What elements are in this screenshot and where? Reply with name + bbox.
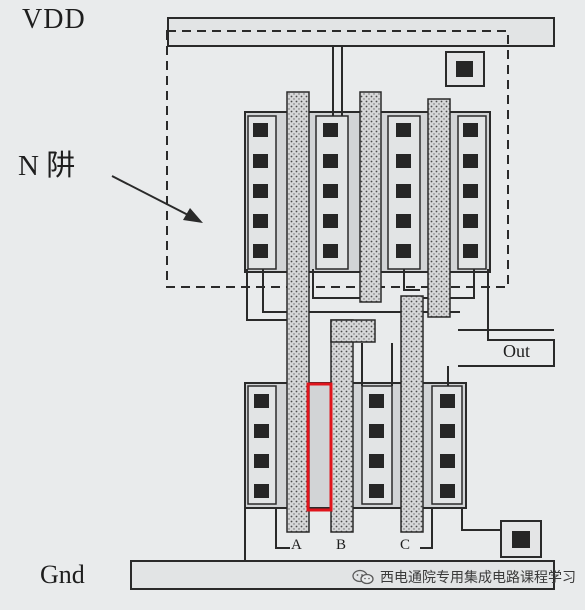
out-label: Out xyxy=(503,341,530,361)
nmos-contacts xyxy=(254,394,455,498)
gnd-rail xyxy=(130,560,555,590)
poly-gate-b xyxy=(330,91,382,533)
metal-interconnect xyxy=(244,46,555,561)
input-a-label: A xyxy=(291,537,302,553)
input-c-label: C xyxy=(400,537,411,553)
poly-gate-a xyxy=(286,91,310,533)
gnd-label: Gnd xyxy=(40,560,85,589)
nmos-diffusion xyxy=(244,382,467,509)
poly-gate-c xyxy=(400,98,451,533)
watermark-text: 西电通院专用集成电路课程学习 xyxy=(380,570,576,586)
nwell-contact xyxy=(445,51,485,87)
nwell-arrow xyxy=(111,175,203,223)
substrate-contact xyxy=(500,520,542,558)
wechat-icon xyxy=(352,569,374,585)
nwell-label: N 阱 xyxy=(18,150,76,182)
vdd-label: VDD xyxy=(22,4,86,35)
nwell-boundary xyxy=(166,30,509,288)
highlight-box xyxy=(306,382,333,512)
input-b-label: B xyxy=(336,537,347,553)
pmos-contacts xyxy=(253,123,478,258)
watermark: 西电通院专用集成电路课程学习 xyxy=(352,566,576,588)
vdd-rail xyxy=(167,17,555,47)
